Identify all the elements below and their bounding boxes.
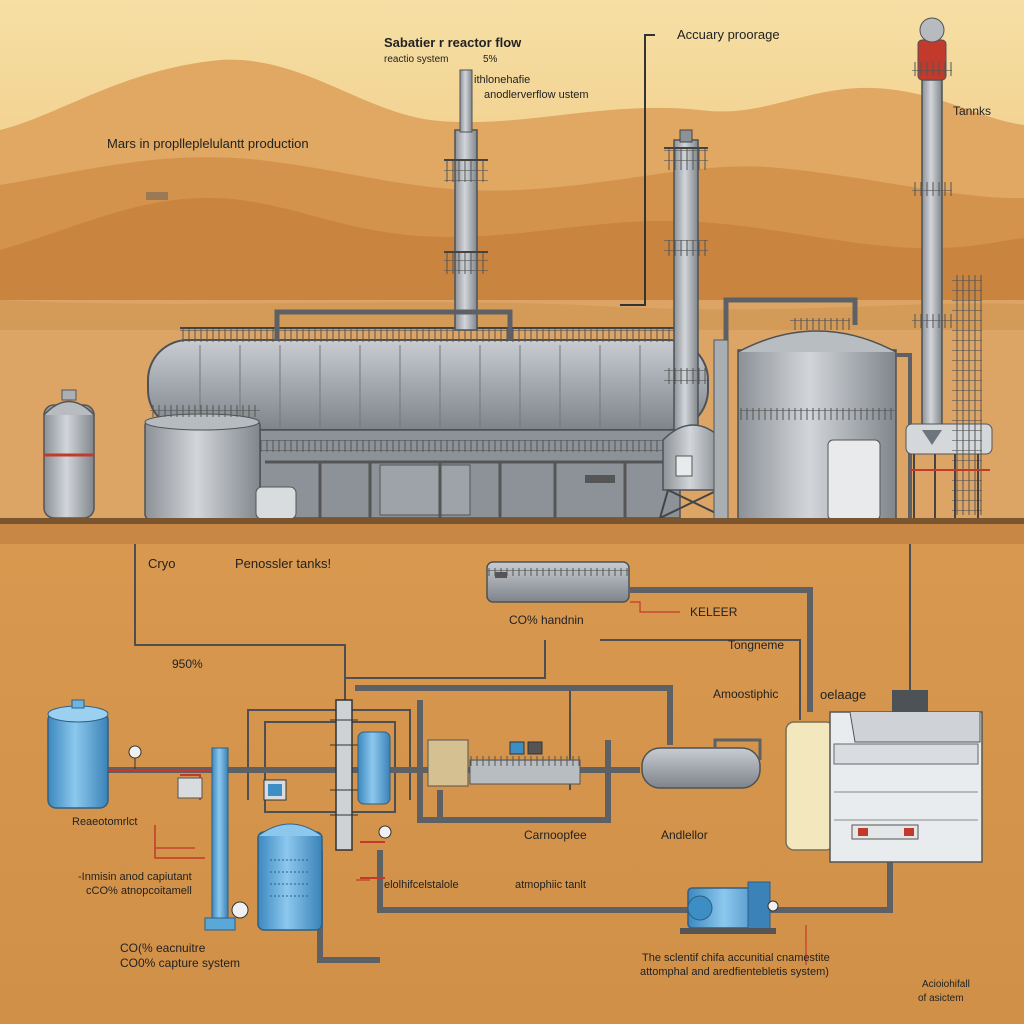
cream-cylinder	[785, 721, 835, 851]
pump-skid	[680, 881, 779, 934]
elmotif-label: elolhifcelstalole	[384, 879, 459, 891]
mars-production-label: Mars in proplleplelulantt production	[107, 136, 309, 151]
oelaage-label: oelaage	[820, 687, 867, 702]
intake-note-2: cCO% atnopcoitamell	[86, 885, 192, 897]
accuracy-label: Accuary proorage	[677, 27, 780, 42]
keleer-label: KELEER	[690, 605, 738, 619]
surface-line	[0, 518, 1024, 524]
capture-note-1: CO(% eacnuitre	[120, 941, 206, 955]
carnoopfee-label: Carnoopfee	[524, 828, 587, 842]
upper-plant	[43, 17, 993, 521]
caption-line-2: attomphal and aredfientebletis system)	[640, 966, 829, 978]
reactor-flow-title: Sabatier r reactor flow	[384, 35, 522, 50]
reactor-system-label: reactio system	[384, 54, 449, 65]
heat-exchanger	[427, 739, 469, 787]
tanks-label: Tannks	[953, 104, 992, 118]
tongneme-label: Tongneme	[728, 638, 785, 652]
left-storage-cylinder	[144, 419, 261, 521]
small-blue-cylinder	[357, 731, 391, 805]
amoostiphic-label: Amoostiphic	[713, 687, 779, 701]
cryo-label: Cryo	[148, 556, 176, 571]
blue-storage-tank	[257, 823, 323, 931]
processing-unit	[829, 690, 983, 863]
small-gas-tank	[43, 404, 95, 519]
flow-system-note: anodlerverflow ustem	[484, 89, 589, 101]
atmophic-tank-label: atmophiic tanlt	[515, 879, 586, 891]
separation-tower	[673, 139, 699, 431]
top-pipeline-tank	[486, 561, 630, 603]
compressor-rack	[469, 741, 581, 785]
reactor-left-label: Reaeotomrlct	[72, 816, 138, 828]
andlellor-label: Andlellor	[661, 828, 708, 842]
water-tank-left	[47, 699, 109, 809]
corner-note-2: of asictem	[918, 993, 964, 1004]
corner-note-1: Acioiohifall	[922, 979, 970, 990]
valve-stack	[335, 699, 353, 851]
percent-950-label: 950%	[172, 657, 203, 671]
small-hut	[146, 192, 168, 200]
co-handling-label: CO% handnin	[509, 613, 584, 627]
caption-line-1: The sclentif chifa accunitial cnamestite	[642, 952, 830, 964]
methane-note: ithlonehafie	[474, 74, 531, 86]
tall-column	[921, 79, 943, 441]
percent-5-label: 5%	[483, 54, 498, 65]
intake-note-1: -Inmisin anod capiutant	[78, 871, 192, 883]
blue-feed-column	[211, 747, 229, 929]
capture-note-2: CO0% capture system	[120, 956, 241, 970]
penossler-tanks-label: Penossler tanks!	[235, 556, 332, 571]
horizontal-tank	[641, 738, 762, 789]
